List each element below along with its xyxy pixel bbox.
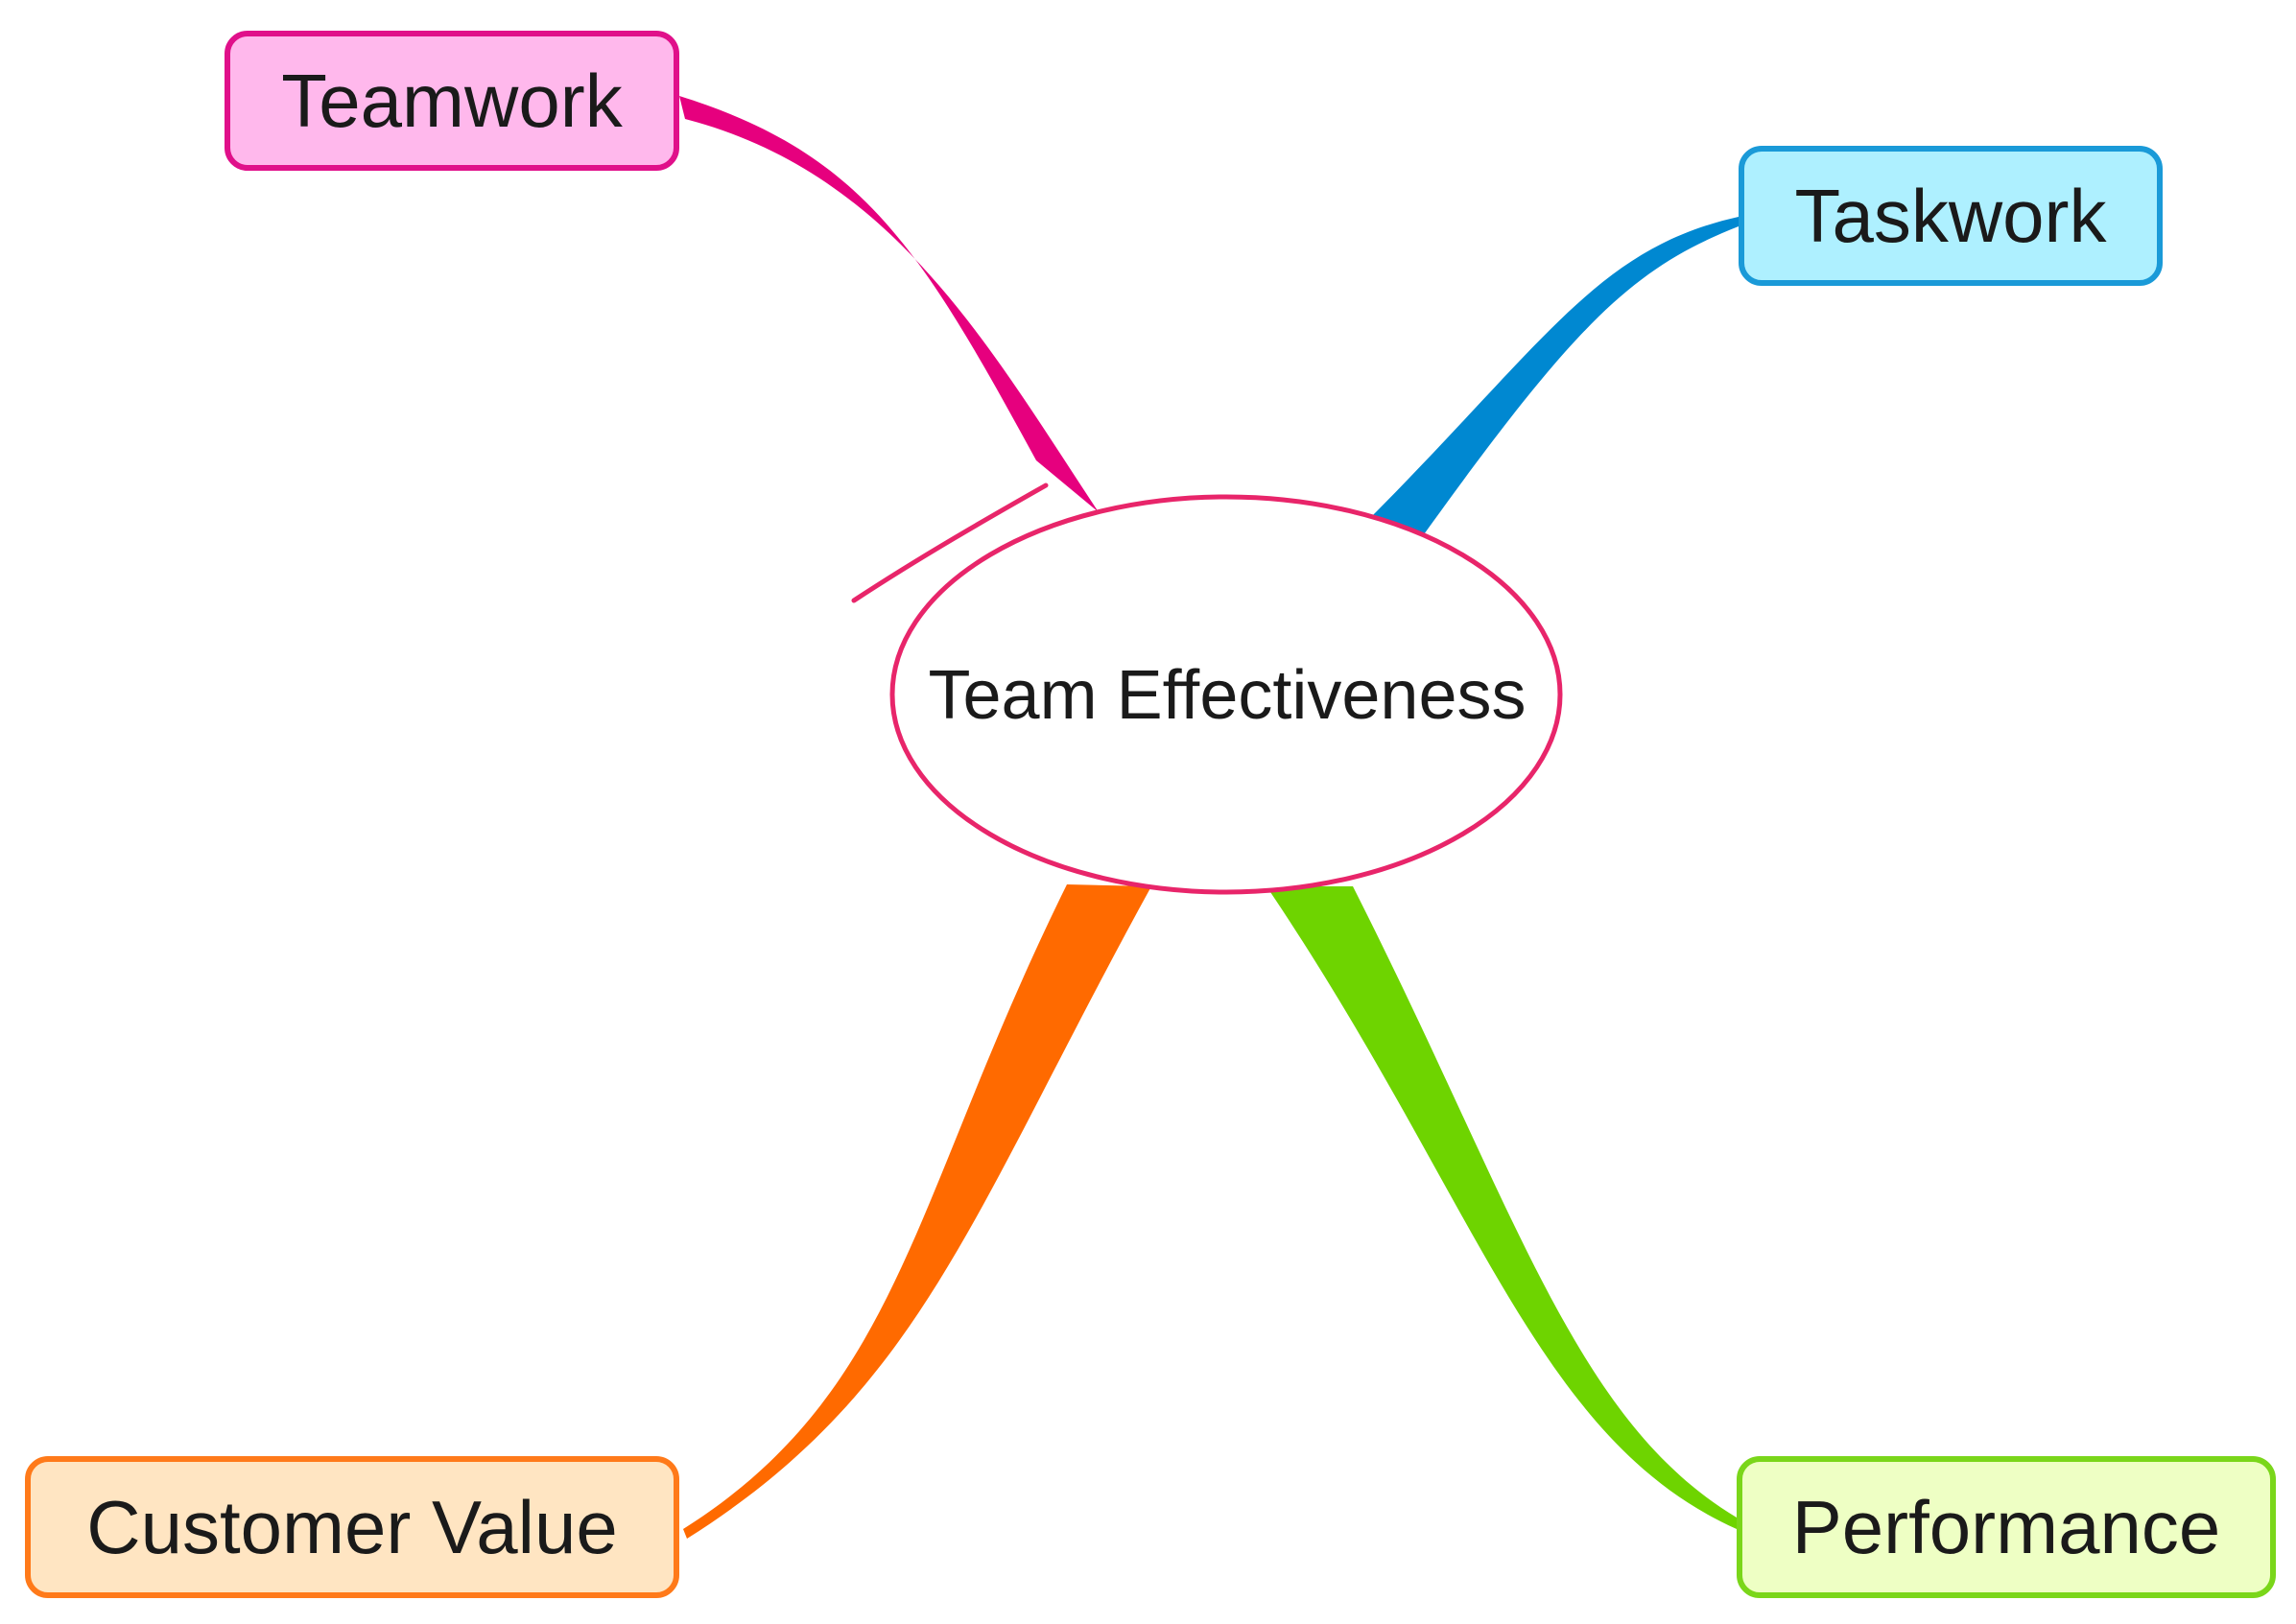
- branch-connector-performance: [1266, 886, 1737, 1529]
- topic-teamwork[interactable]: Teamwork: [225, 31, 679, 171]
- topic-performance[interactable]: Performance: [1737, 1456, 2276, 1598]
- topic-taskwork[interactable]: Taskwork: [1739, 146, 2163, 286]
- central-topic-ellipse: [889, 494, 1563, 895]
- central-topic-label[interactable]: Team Effectiveness: [928, 657, 1527, 734]
- branch-connector-teamwork: [679, 96, 1099, 512]
- branch-connector-customer: [683, 884, 1151, 1539]
- central-topic-pen-stroke: [851, 482, 1049, 603]
- branch-connector-taskwork: [1351, 217, 1739, 537]
- topic-customer-value[interactable]: Customer Value: [25, 1456, 679, 1598]
